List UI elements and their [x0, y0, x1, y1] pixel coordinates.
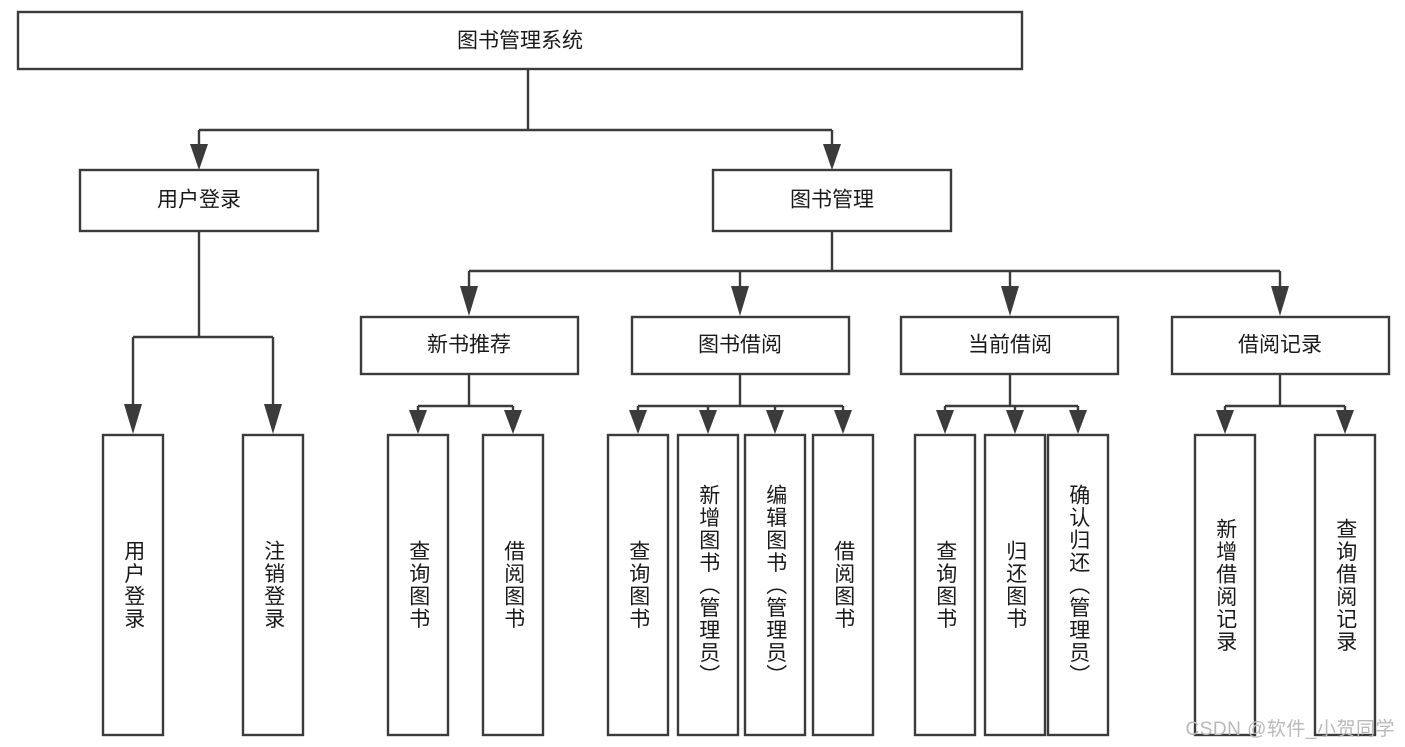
- node-borrow-records[interactable]: 借阅记录: [1170, 315, 1391, 376]
- arrow-records-leaf-1: [1216, 410, 1234, 434]
- node-new-book-recommend-label: 新书推荐: [427, 334, 511, 357]
- csdn-watermark: CSDN @软件_小贺同学: [1185, 719, 1395, 740]
- leaf-box-query-borrow-record[interactable]: [1313, 433, 1377, 737]
- arrow-borrow-leaf-4: [834, 410, 852, 434]
- node-book-management-label: 图书管理: [790, 189, 874, 212]
- node-borrow-records-box[interactable]: [1170, 315, 1391, 376]
- node-user-login[interactable]: 用户登录: [78, 168, 320, 233]
- arrow-borrow-leaf-1: [629, 410, 647, 434]
- node-book-management-box[interactable]: [711, 168, 953, 233]
- arrow-borrow-leaf-3: [766, 410, 784, 434]
- node-user-login-label: 用户登录: [157, 189, 241, 212]
- connector-layer: [124, 69, 1354, 434]
- leaf-box-logout[interactable]: [241, 433, 305, 737]
- arrow-level3-1: [460, 286, 478, 316]
- arrow-level3-4: [1271, 286, 1289, 316]
- arrow-userlogin-leaf-1: [124, 404, 142, 434]
- arrow-current-leaf-2: [1006, 410, 1024, 434]
- node-borrow-records-label: 借阅记录: [1238, 334, 1322, 357]
- leaf-box-borrow-book-new[interactable]: [481, 433, 545, 737]
- arrow-level3-3: [1001, 286, 1019, 316]
- arrow-borrow-leaf-2: [699, 410, 717, 434]
- node-root[interactable]: 图书管理系统: [16, 10, 1024, 71]
- node-current-borrow[interactable]: 当前借阅: [899, 315, 1120, 376]
- leaf-box-query-book-borrow[interactable]: [606, 433, 670, 737]
- leaf-box-confirm-return-admin[interactable]: [1046, 433, 1110, 737]
- node-book-borrow-label: 图书借阅: [698, 334, 782, 357]
- node-book-borrow[interactable]: 图书借阅: [630, 315, 851, 376]
- node-root-box[interactable]: [16, 10, 1024, 71]
- arrow-level2-1: [190, 144, 208, 170]
- leaf-box-user-login[interactable]: [101, 433, 165, 737]
- leaf-box-borrow-book[interactable]: [811, 433, 875, 737]
- node-new-book-recommend[interactable]: 新书推荐: [359, 315, 580, 376]
- arrow-level2-2: [823, 144, 841, 170]
- leaf-box-add-book-admin[interactable]: [676, 433, 740, 737]
- leaf-box-add-borrow-record[interactable]: [1193, 433, 1257, 737]
- node-user-login-box[interactable]: [78, 168, 320, 233]
- arrow-level3-2: [731, 286, 749, 316]
- node-book-management[interactable]: 图书管理: [711, 168, 953, 233]
- arrow-newbooks-leaf-1: [409, 410, 427, 434]
- leaf-box-return-book[interactable]: [983, 433, 1047, 737]
- node-new-book-recommend-box[interactable]: [359, 315, 580, 376]
- node-book-borrow-box[interactable]: [630, 315, 851, 376]
- node-current-borrow-box[interactable]: [899, 315, 1120, 376]
- arrow-current-leaf-1: [936, 410, 954, 434]
- arrow-current-leaf-3: [1069, 410, 1087, 434]
- leaf-box-query-book-current[interactable]: [913, 433, 977, 737]
- node-root-label: 图书管理系统: [457, 30, 583, 53]
- node-current-borrow-label: 当前借阅: [968, 334, 1052, 357]
- leaf-box-edit-book-admin[interactable]: [743, 433, 807, 737]
- arrow-newbooks-leaf-2: [504, 410, 522, 434]
- arrow-userlogin-leaf-2: [264, 404, 282, 434]
- leaf-box-query-book-new[interactable]: [386, 433, 450, 737]
- arrow-records-leaf-2: [1336, 410, 1354, 434]
